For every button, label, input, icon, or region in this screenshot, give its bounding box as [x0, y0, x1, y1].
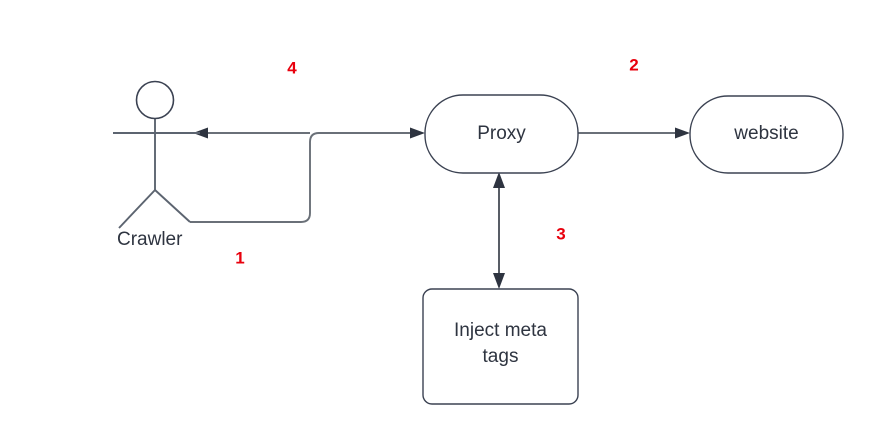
step-number-1: 1: [235, 248, 244, 267]
node-proxy-shape[interactable]: [424, 94, 579, 174]
actor-crawler: Crawler: [113, 80, 200, 250]
node-website-label: website: [733, 123, 798, 144]
connector-proxy-to-inject: [493, 172, 505, 289]
node-proxy-label: Proxy: [477, 123, 526, 144]
arrowhead-to-crawler: [193, 127, 208, 139]
node-website-shape[interactable]: [689, 95, 844, 174]
arrowhead-to-proxy: [410, 127, 425, 139]
node-inject-label-line1: Inject meta: [454, 320, 547, 341]
node-inject-meta-tags[interactable]: Inject meta tags: [422, 288, 579, 405]
connector-crawler-to-proxy: [190, 127, 425, 223]
node-proxy[interactable]: Proxy: [424, 94, 579, 174]
step-number-3: 3: [556, 224, 565, 243]
step-number-4: 4: [287, 58, 297, 77]
arrowhead-down-to-inject: [493, 273, 505, 289]
arrowhead-to-website: [675, 127, 690, 139]
connector-proxy-to-website: [578, 127, 690, 139]
connector-1-path: [190, 132, 418, 223]
crawler-leg-right: [154, 189, 191, 223]
crawler-leg-left: [118, 189, 156, 229]
node-inject-label-line2: tags: [483, 346, 519, 367]
connector-proxy-to-crawler: [193, 127, 310, 139]
crawler-head-icon: [135, 80, 175, 120]
node-inject-shape[interactable]: [422, 288, 579, 405]
node-website[interactable]: website: [689, 95, 844, 174]
arrowhead-up-to-proxy: [493, 172, 505, 188]
crawler-label: Crawler: [117, 229, 183, 250]
step-number-2: 2: [629, 55, 638, 74]
